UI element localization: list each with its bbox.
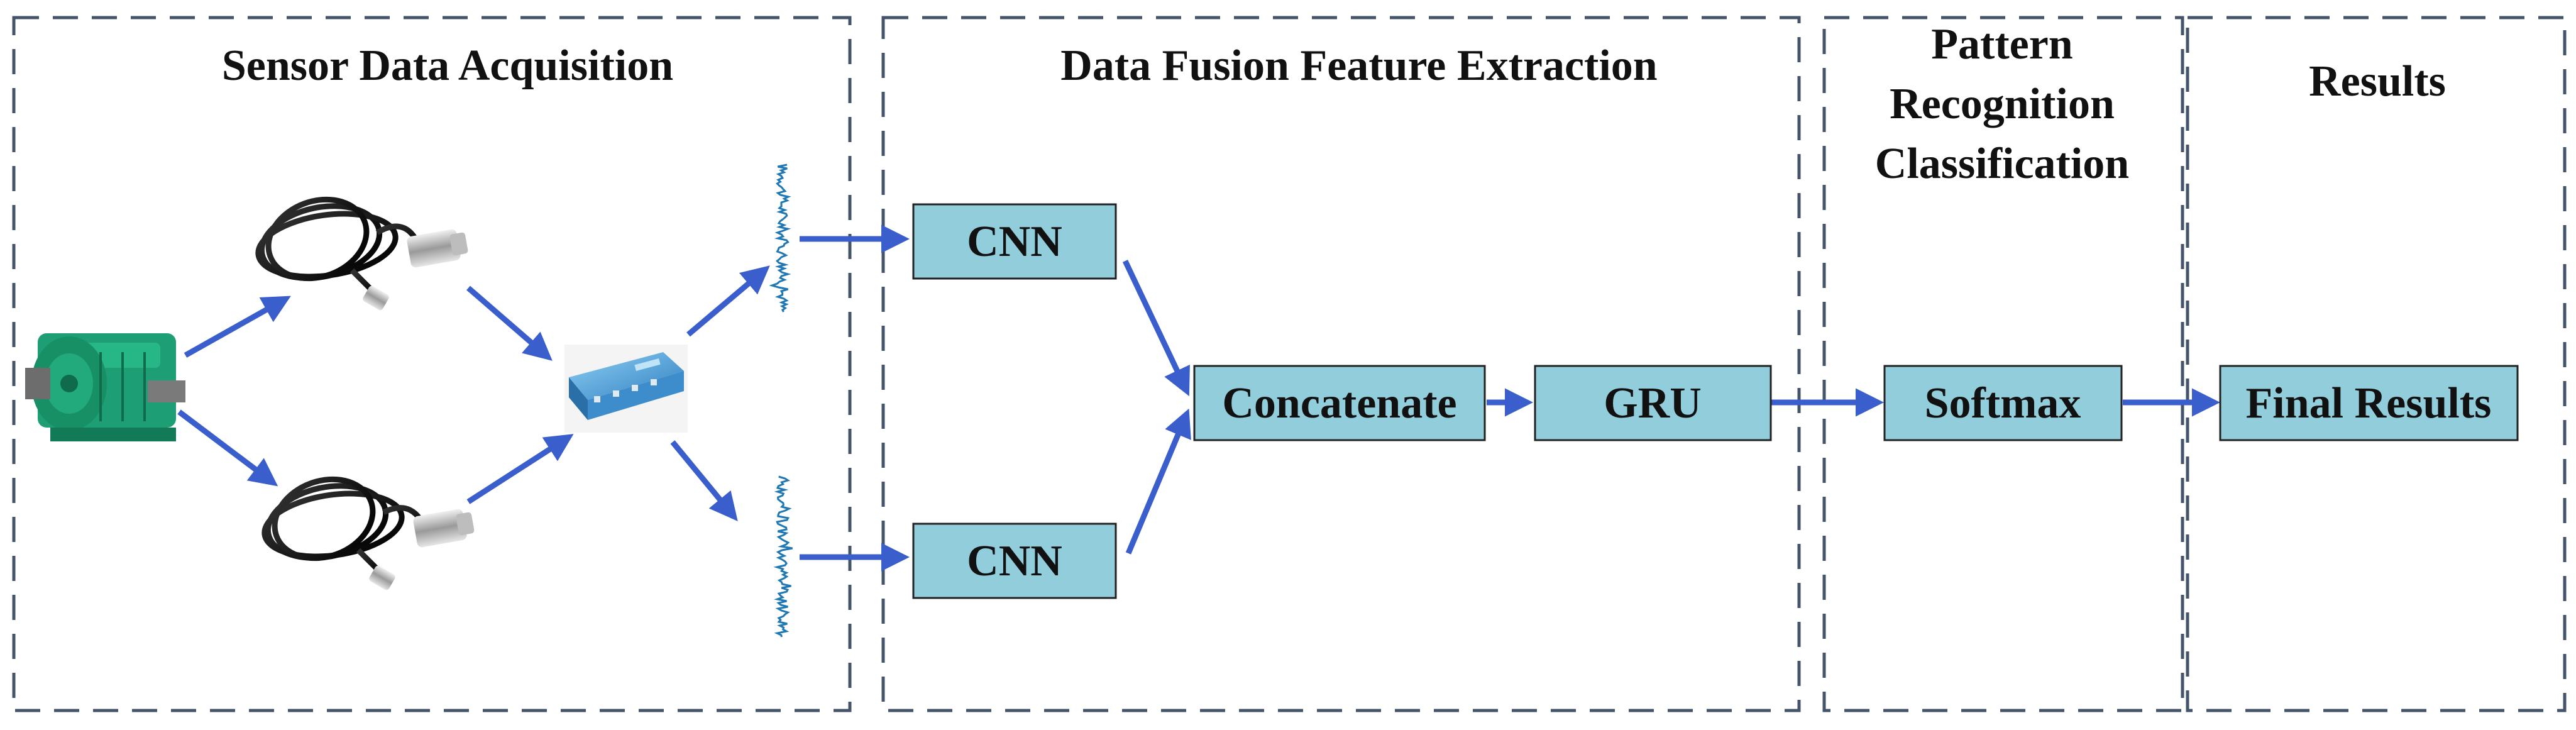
- cnn-top-label: CNN: [967, 218, 1062, 266]
- sensor-icon: [261, 476, 475, 590]
- section-title-acquisition: Sensor Data Acquisition: [222, 41, 673, 90]
- arrow-gearbox-to-sensor-bottom: [177, 409, 278, 487]
- softmax-block: [1883, 365, 2123, 441]
- arrow-daq-to-signal-bottom: [670, 440, 738, 521]
- arrow-sensor-bottom-to-daq: [466, 434, 574, 504]
- concatenate-label: Concatenate: [1222, 379, 1456, 428]
- concatenate-block: [1193, 365, 1486, 441]
- final-results-label: Final Results: [2246, 379, 2492, 428]
- arrow-cnn-bottom-to-concat: [1125, 408, 1191, 555]
- section-frame-results: [2186, 16, 2567, 712]
- gru-label: GRU: [1604, 379, 1702, 428]
- section-title-recognition-3: Classification: [1875, 140, 2129, 188]
- arrow-cnn-top-to-concat: [1122, 260, 1190, 397]
- section-title-fusion: Data Fusion Feature Extraction: [1060, 41, 1657, 90]
- arrow-daq-to-signal-top: [686, 265, 770, 337]
- gru-block: [1534, 365, 1772, 441]
- daq-device-icon: [564, 345, 688, 433]
- section-title-results: Results: [2309, 57, 2446, 106]
- section-frame-acquisition: [12, 16, 852, 712]
- section-title-recognition-1: Pattern: [1931, 20, 2072, 69]
- vibration-signal-icon: [769, 163, 793, 638]
- vibration-signal-waveform: [773, 475, 793, 638]
- cnn-bottom-block: [912, 523, 1117, 599]
- arrow-gearbox-to-sensor-top: [184, 296, 291, 358]
- section-title-recognition-2: Recognition: [1890, 80, 2115, 128]
- cnn-bottom-label: CNN: [967, 537, 1062, 585]
- sensor-icon: [255, 196, 468, 311]
- section-frame-fusion: [881, 16, 1801, 712]
- final-results-block: [2219, 365, 2519, 441]
- gearbox-icon: [25, 333, 185, 441]
- cnn-top-block: [912, 203, 1117, 280]
- arrow-sensor-top-to-daq: [466, 285, 553, 361]
- softmax-label: Softmax: [1925, 379, 2081, 428]
- vibration-signal-waveform: [769, 163, 791, 312]
- section-frame-recognition: [1822, 16, 2184, 712]
